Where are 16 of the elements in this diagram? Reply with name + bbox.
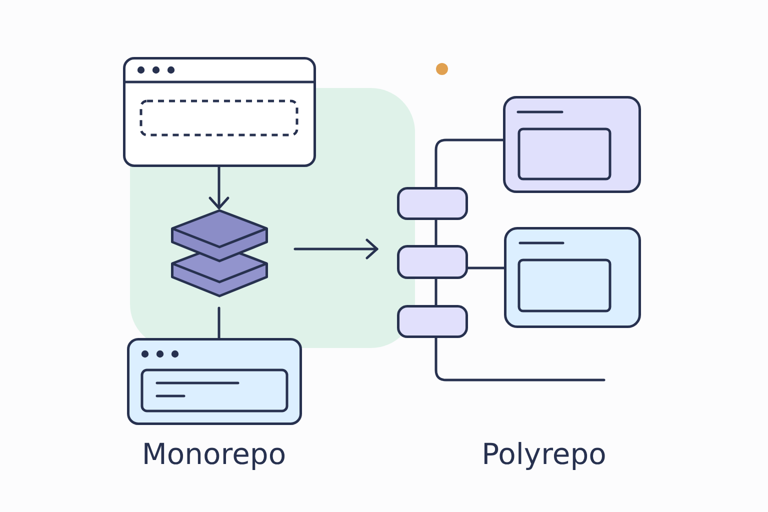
arrow (208, 166, 230, 210)
connector-line (434, 278, 438, 306)
connector-line (466, 266, 506, 270)
connector-line (434, 138, 504, 188)
layer-stack (171, 209, 268, 298)
connector-line (218, 306, 220, 340)
connector-line (434, 336, 606, 382)
rounded-block (397, 305, 468, 338)
rounded-block (397, 187, 468, 220)
section-label: Polyrepo (482, 440, 606, 469)
rounded-block (397, 245, 468, 279)
window-panel (503, 96, 641, 193)
window-panel (504, 227, 641, 328)
connector-line (434, 218, 438, 246)
section-label: Monorepo (142, 440, 286, 469)
arrow (294, 238, 378, 260)
